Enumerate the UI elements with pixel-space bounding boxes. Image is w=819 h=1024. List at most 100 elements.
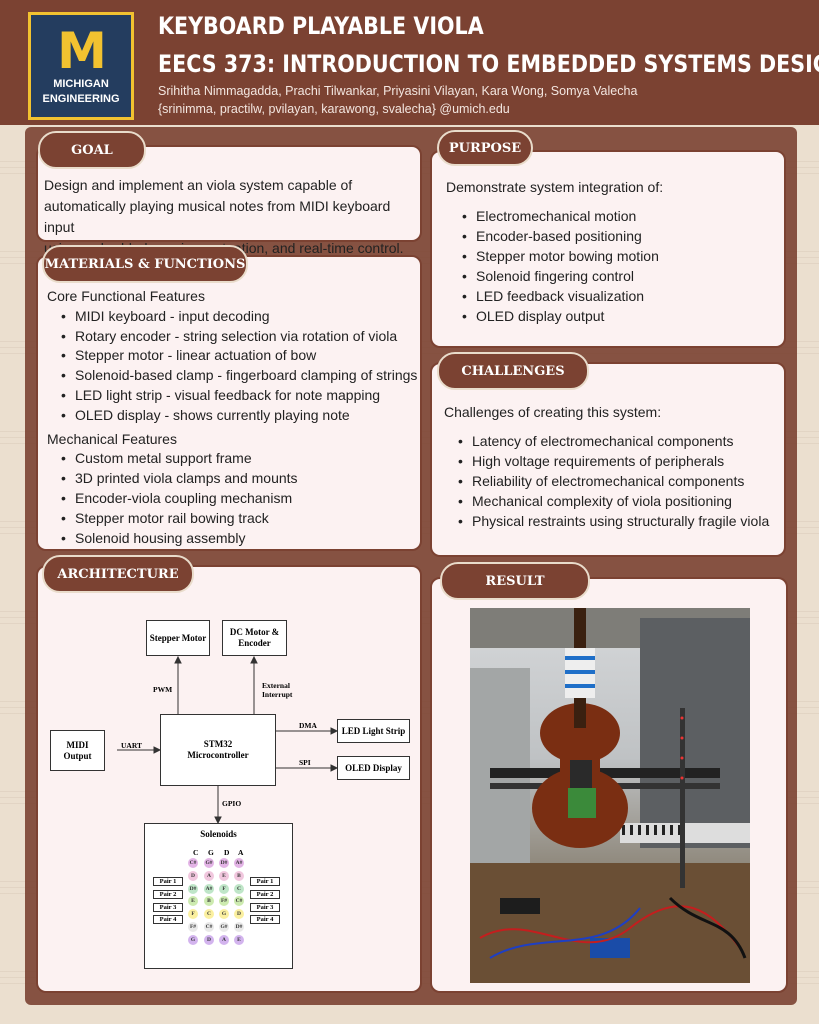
core-feature-item: OLED display - shows currently playing n… [61,406,419,426]
materials-text: Core Functional Features MIDI keyboard -… [47,287,419,548]
pair-3-left: Pair 3 [153,903,183,912]
pair-2-left: Pair 2 [153,890,183,899]
external-interrupt-label: External Interrupt [262,681,292,699]
string-label-c: C [193,848,199,857]
stm32-microcontroller-block: STM32 Microcontroller [160,714,276,786]
mechanical-feature-item: Custom metal support frame [61,449,419,469]
uart-label: UART [121,741,142,750]
solenoid-note-cell: C# [188,858,198,868]
pair-1-left: Pair 1 [153,877,183,886]
solenoid-note-cell: A# [204,883,214,894]
midi-label: MIDI [66,739,89,750]
challenges-intro: Challenges of creating this system: [444,404,662,420]
emails: {srinimma, practilw, pvilayan, karawong,… [158,102,510,116]
midi-output-block: MIDI Output [50,730,105,771]
purpose-item: Encoder-based positioning [462,226,776,246]
mechanical-feature-item: Solenoid housing assembly [61,529,419,549]
solenoid-note-cell: B [234,870,244,881]
solenoids-label: Solenoids [200,829,237,839]
mechanical-feature-item: Stepper motor rail bowing track [61,509,419,529]
solenoid-note-cell: E [219,870,229,881]
poster-title: KEYBOARD PLAYABLE VIOLA [158,12,484,40]
pair-1-right: Pair 1 [250,877,280,886]
solenoid-note-cell: G [219,909,229,920]
logo-text-michigan: MICHIGAN [53,78,109,90]
purpose-intro: Demonstrate system integration of: [446,179,664,195]
purpose-text: Demonstrate system integration of: Elect… [446,177,776,326]
solenoid-note-cell: A [219,934,229,945]
dc-motor-label: DC Motor & [229,627,280,637]
solenoid-note-cell: F# [188,922,198,932]
result-photo [470,608,750,983]
core-feature-item: MIDI keyboard - input decoding [61,307,419,327]
challenge-item: Latency of electromechanical components [458,431,784,451]
core-features-title: Core Functional Features [47,288,205,304]
solenoid-note-cell: B [204,896,214,907]
goal-line: Design and implement an viola system cap… [44,177,353,193]
string-label-d: D [224,848,230,857]
core-feature-item: Stepper motor - linear actuation of bow [61,346,419,366]
purpose-heading: PURPOSE [437,130,533,166]
dma-label: DMA [299,721,317,730]
string-label-g: G [208,848,214,857]
solenoid-note-cell: D# [219,858,229,868]
solenoid-note-cell: C [204,909,214,920]
external-text: External [262,681,290,690]
solenoid-note-cell: G# [204,858,214,868]
output-label: Output [63,750,92,761]
solenoid-note-cell: C# [204,922,214,932]
authors: Srihitha Nimmagadda, Prachi Tilwankar, P… [158,84,638,98]
pair-4-left: Pair 4 [153,915,183,924]
course-title: EECS 373: INTRODUCTION TO EMBEDDED SYSTE… [158,50,819,78]
challenge-item: High voltage requirements of peripherals [458,451,784,471]
solenoid-note-cell: F# [219,896,229,907]
mechanical-feature-item: Encoder-viola coupling mechanism [61,489,419,509]
core-feature-item: Solenoid-based clamp - fingerboard clamp… [61,366,419,386]
pair-4-right: Pair 4 [250,915,280,924]
challenge-item: Physical restraints using structurally f… [458,511,784,531]
solenoid-note-cell: A [204,870,214,881]
purpose-item: LED feedback visualization [462,286,776,306]
solenoid-note-cell: D# [188,883,198,894]
pair-3-right: Pair 3 [250,903,280,912]
purpose-item: OLED display output [462,306,776,326]
solenoid-note-cell: C# [234,896,244,907]
mechanical-feature-item: 3D printed viola clamps and mounts [61,469,419,489]
solenoid-note-cell: F [188,909,198,920]
goal-heading: GOAL [38,131,146,169]
core-feature-item: LED light strip - visual feedback for no… [61,386,419,406]
block-m-icon: M [57,22,107,80]
challenge-item: Reliability of electromechanical compone… [458,471,784,491]
interrupt-text: Interrupt [262,690,293,699]
oled-display-block: OLED Display [337,756,410,780]
michigan-engineering-logo: M MICHIGAN ENGINEERING [28,12,134,120]
solenoid-note-cell: F [219,883,229,894]
purpose-item: Electromechanical motion [462,206,776,226]
led-light-strip-block: LED Light Strip [337,719,410,743]
viola-setup-illustration [470,608,750,983]
purpose-item: Solenoid fingering control [462,266,776,286]
solenoid-note-cell: D# [234,922,244,932]
goal-line: automatically playing musical notes from… [44,198,391,235]
dc-motor-encoder-block: DC Motor & Encoder [222,620,287,656]
mechanical-features-title: Mechanical Features [47,430,177,447]
string-label-a: A [238,848,244,857]
pair-2-right: Pair 2 [250,890,280,899]
solenoid-note-cell: G [188,934,198,945]
challenges-heading: CHALLENGES [437,352,589,390]
solenoid-note-cell: A# [234,858,244,868]
solenoid-note-cell: E [234,934,244,945]
solenoid-note-cell: C [234,883,244,894]
encoder-label: Encoder [238,638,271,648]
pwm-label: PWM [153,685,173,694]
stm32-label: STM32 [203,739,233,749]
solenoid-note-cell: D [204,934,214,945]
solenoid-note-cell: E [188,896,198,907]
architecture-heading: ARCHITECTURE [42,555,194,593]
solenoid-note-cell: G# [219,922,229,932]
stepper-motor-block: Stepper Motor [146,620,210,656]
materials-heading: MATERIALS & FUNCTIONS [42,245,248,283]
purpose-item: Stepper motor bowing motion [462,246,776,266]
